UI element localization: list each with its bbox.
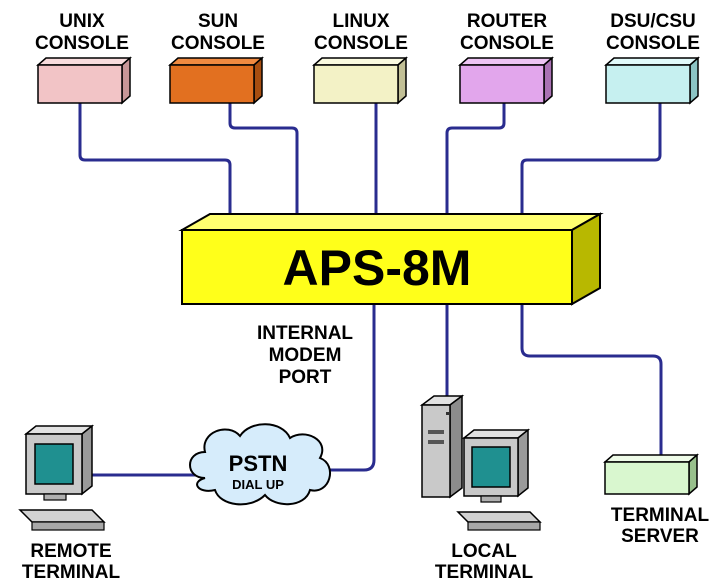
- local-terminal-label-2: TERMINAL: [435, 562, 534, 581]
- console-box-top: [168, 57, 264, 66]
- wire-modem: [318, 304, 376, 472]
- console-box-top: [36, 57, 132, 66]
- server-side: [688, 453, 698, 496]
- unit-front: [181, 229, 573, 305]
- remote-terminal-label-1: REMOTE: [30, 541, 111, 562]
- monitor-screen-icon: [34, 443, 74, 485]
- console-linux: [312, 56, 408, 105]
- keyboard-icon: [456, 511, 542, 523]
- console-labels: UNIX CONSOLE SUN CONSOLE LINUX CONSOLE R…: [35, 11, 700, 54]
- cloud-label-1: PSTN: [229, 451, 288, 476]
- console-router-label-2: CONSOLE: [460, 33, 554, 54]
- tower-body: [421, 404, 451, 498]
- modem-port-label: INTERNAL MODEM PORT: [257, 323, 353, 388]
- cloud-icon: [189, 423, 331, 506]
- console-sun-label-1: SUN: [198, 11, 238, 32]
- console-dsu-label-2: CONSOLE: [606, 33, 700, 54]
- wire-unix: [78, 103, 232, 222]
- console-router: [458, 56, 554, 105]
- terminal-server-label-1: TERMINAL: [611, 505, 710, 526]
- pstn-cloud: PSTN DIAL UP: [189, 423, 331, 506]
- console-sun: [168, 56, 264, 105]
- keyboard-front: [467, 521, 541, 531]
- remote-terminal: [18, 424, 106, 531]
- console-linux-label-1: LINUX: [333, 11, 390, 32]
- wire-dsu: [520, 103, 662, 222]
- console-box-side: [689, 56, 699, 105]
- keyboard-front: [31, 521, 105, 531]
- modem-port-line-1: INTERNAL: [257, 323, 353, 344]
- monitor-screen-icon: [471, 446, 511, 488]
- tower-drive-icon-2: [428, 440, 444, 444]
- console-box-side: [253, 56, 263, 105]
- monitor-stand: [480, 495, 502, 503]
- modem-port-line-2: MODEM: [269, 345, 342, 366]
- console-box-side: [543, 56, 553, 105]
- server-top: [603, 454, 699, 463]
- server-front: [604, 461, 690, 495]
- connection-wires: [78, 103, 663, 477]
- terminal-server-label-2: SERVER: [621, 526, 699, 547]
- console-box-top: [604, 57, 700, 66]
- console-box-front: [169, 64, 255, 104]
- console-box-side: [121, 56, 131, 105]
- console-box-top: [458, 57, 554, 66]
- wire-server: [520, 304, 663, 455]
- modem-port-line-3: PORT: [279, 367, 332, 388]
- console-unix: [36, 56, 132, 105]
- monitor-side: [517, 428, 529, 498]
- wire-router: [445, 103, 506, 222]
- aps-8m-unit: APS-8M: [178, 212, 604, 306]
- console-router-label-1: ROUTER: [467, 11, 548, 32]
- console-unix-label-2: CONSOLE: [35, 33, 129, 54]
- console-linux-label-2: CONSOLE: [314, 33, 408, 54]
- monitor-top: [23, 425, 95, 435]
- unit-label: APS-8M: [283, 240, 472, 296]
- local-terminal-label: LOCAL TERMINAL: [435, 541, 534, 581]
- keyboard-icon: [18, 509, 106, 523]
- monitor-side: [81, 424, 93, 496]
- console-box-top: [312, 57, 408, 66]
- terminal-server: TERMINAL SERVER: [603, 453, 710, 547]
- console-box-front: [459, 64, 545, 104]
- unit-top: [178, 213, 604, 231]
- monitor-stand: [43, 493, 67, 501]
- tower-drive-icon: [428, 430, 444, 434]
- local-terminal: [419, 394, 542, 531]
- console-dsu-csu: [604, 56, 700, 105]
- console-box-front: [37, 64, 123, 104]
- console-sun-label-2: CONSOLE: [171, 33, 265, 54]
- console-box-front: [605, 64, 691, 104]
- local-terminal-label-1: LOCAL: [451, 541, 517, 562]
- cloud-label-2: DIAL UP: [232, 477, 284, 492]
- remote-terminal-label: REMOTE TERMINAL: [22, 541, 121, 581]
- tower-button-icon: [446, 412, 449, 415]
- unit-side: [571, 212, 601, 306]
- console-unix-label-1: UNIX: [59, 11, 105, 32]
- remote-terminal-label-2: TERMINAL: [22, 562, 121, 581]
- console-box-side: [397, 56, 407, 105]
- wire-sun: [228, 103, 299, 222]
- console-box-front: [313, 64, 399, 104]
- console-dsu-label-1: DSU/CSU: [610, 11, 696, 32]
- tower-side: [449, 394, 463, 499]
